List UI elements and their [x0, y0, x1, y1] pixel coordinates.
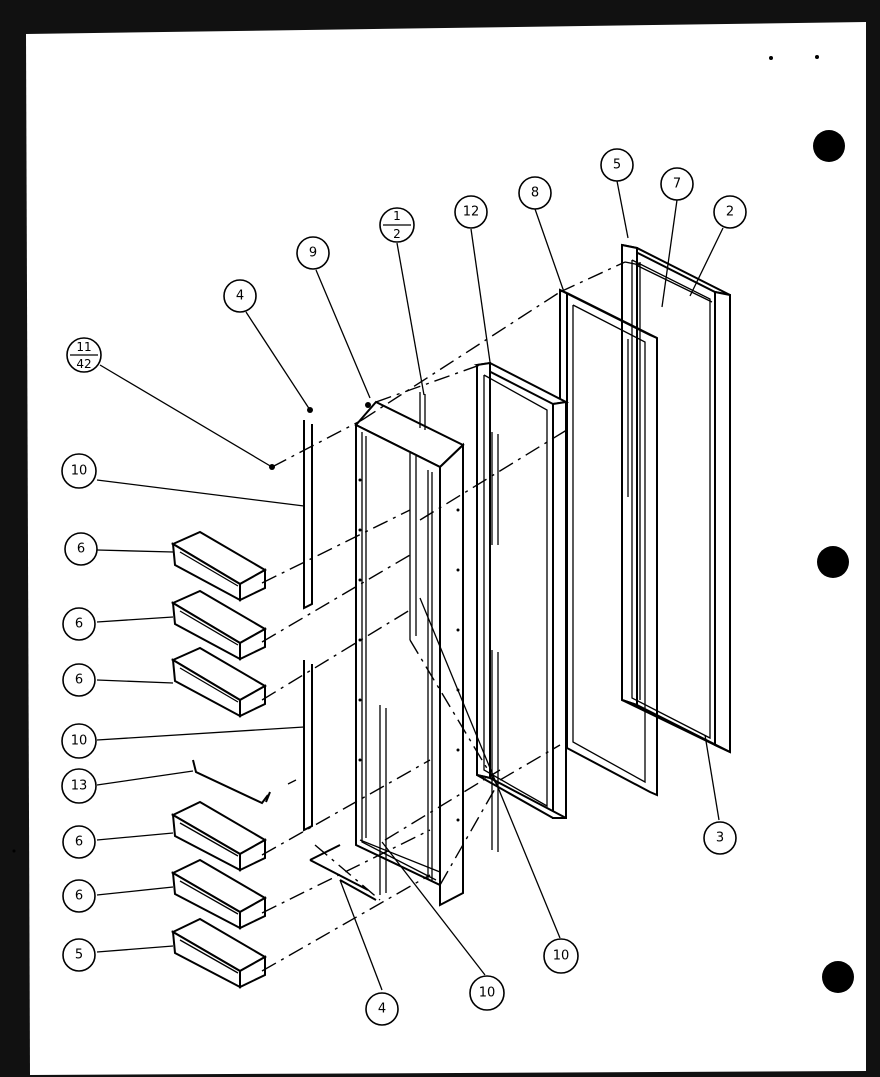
callout-2: 2 — [713, 195, 747, 229]
shelf-retainer-bar — [192, 759, 297, 805]
binder-hole-top — [813, 130, 845, 162]
callout-6-c: 6 — [62, 663, 96, 697]
callout-9: 9 — [296, 236, 330, 270]
callout-label: 4 — [378, 1002, 386, 1017]
callout-label: 7 — [673, 177, 681, 192]
callout-label: 13 — [71, 779, 88, 794]
callout-label: 6 — [75, 673, 83, 688]
callout-1-over-2: 1 2 — [379, 207, 415, 243]
leader-lines — [96, 180, 724, 991]
callout-13: 13 — [61, 768, 97, 804]
speck — [815, 55, 819, 59]
callout-10-b: 10 — [61, 723, 97, 759]
door-shelf-3 — [170, 646, 268, 718]
speck — [12, 849, 16, 853]
outer-door-panel — [621, 243, 731, 754]
callout-10-c: 10 — [543, 938, 579, 974]
callout-12: 12 — [454, 195, 488, 229]
callout-label: 6 — [75, 889, 83, 904]
callout-5-bottom: 5 — [62, 938, 96, 972]
callout-6-d: 6 — [62, 825, 96, 859]
callout-8: 8 — [518, 176, 552, 210]
callout-denominator: 42 — [76, 357, 91, 371]
callout-label: 6 — [75, 617, 83, 632]
callout-label: 9 — [309, 246, 317, 261]
door-shelf-bottom — [170, 917, 268, 989]
callout-6-b: 6 — [62, 607, 96, 641]
door-liner-box — [354, 392, 465, 907]
callout-label: 3 — [716, 831, 724, 846]
callout-label: 10 — [479, 986, 496, 1001]
inner-liner-frame — [473, 361, 570, 852]
callout-5-top: 5 — [600, 148, 634, 182]
binder-hole-bottom — [822, 961, 854, 993]
callout-10-d: 10 — [469, 975, 505, 1011]
binder-hole-middle — [817, 546, 849, 578]
door-shelf-5 — [170, 858, 268, 930]
callout-11-over-42: 11 42 — [66, 337, 102, 373]
callout-4-bottom: 4 — [365, 992, 399, 1026]
callout-numerator: 1 — [393, 209, 401, 223]
callout-label: 12 — [463, 205, 480, 220]
callout-label: 4 — [236, 289, 244, 304]
callout-10-a: 10 — [61, 453, 97, 489]
callout-label: 6 — [77, 542, 85, 557]
callout-7: 7 — [660, 167, 694, 201]
callout-3: 3 — [703, 821, 737, 855]
door-shelf-4 — [170, 800, 268, 872]
callout-6-e: 6 — [62, 879, 96, 913]
door-shelf-2 — [170, 589, 268, 661]
callout-4-top: 4 — [223, 279, 257, 313]
callout-label: 5 — [613, 158, 621, 173]
callout-numerator: 11 — [76, 340, 91, 354]
callout-label: 10 — [71, 734, 88, 749]
callout-label: 6 — [75, 835, 83, 850]
callout-label: 10 — [71, 464, 88, 479]
callout-label: 8 — [531, 186, 539, 201]
callout-denominator: 2 — [393, 227, 401, 241]
speck — [769, 56, 773, 60]
callout-label: 5 — [75, 948, 83, 963]
callout-label: 10 — [553, 949, 570, 964]
callout-6-a: 6 — [64, 532, 98, 566]
alignment-lines — [261, 261, 641, 972]
door-shelf-1 — [170, 530, 268, 602]
callout-label: 2 — [726, 205, 734, 220]
